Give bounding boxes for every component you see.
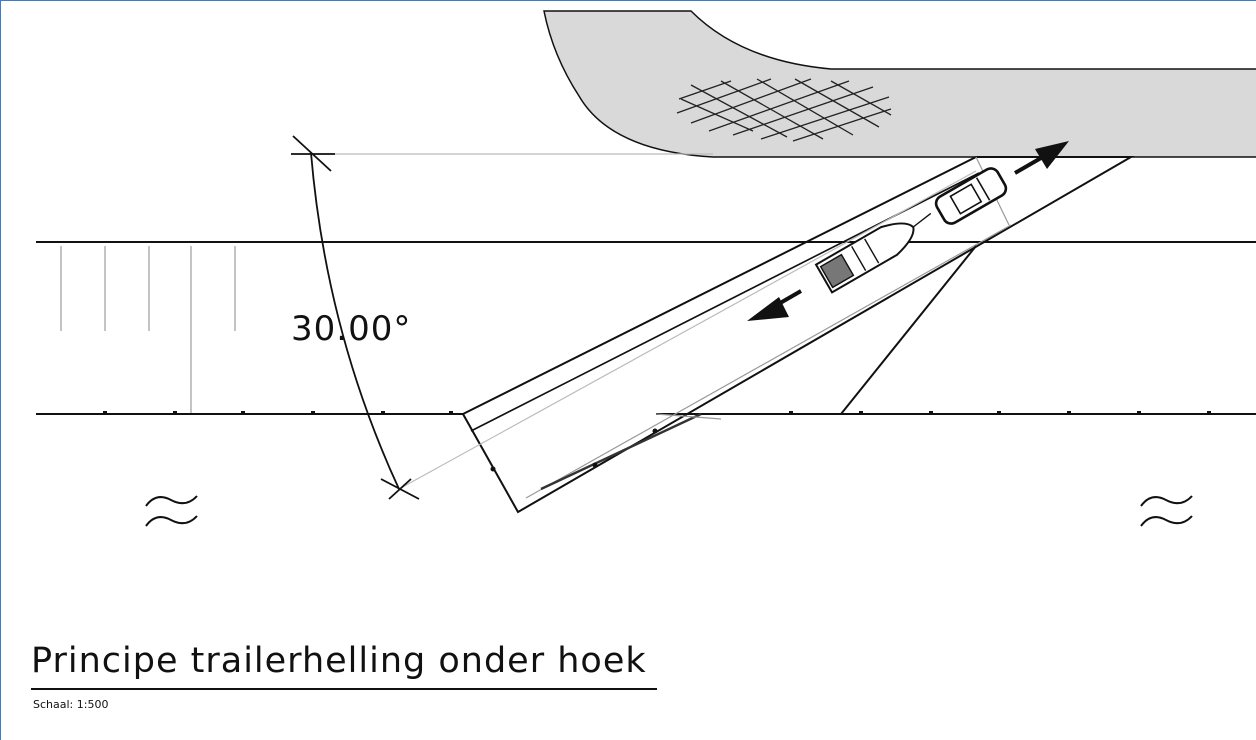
angle-dimension-label: 30.00° <box>291 309 412 349</box>
angle-arc <box>310 152 400 490</box>
dimension-reference-line <box>398 170 977 490</box>
slipway-ramp <box>461 156 1135 514</box>
slipway-dot <box>490 466 496 472</box>
paved-area <box>543 10 1256 158</box>
hatch-pattern <box>676 78 892 142</box>
wave-symbol-icon <box>145 495 198 527</box>
arrow-icon <box>1014 141 1069 175</box>
title-underline <box>31 688 657 690</box>
slipway-centerline <box>525 224 1012 499</box>
drawing-title: Principe trailerhelling onder hoek <box>31 641 647 681</box>
parking-bays <box>60 246 236 413</box>
slipway-dot <box>652 428 658 434</box>
dimension-tick <box>291 135 420 500</box>
scale-label: Schaal: 1:500 <box>33 698 109 711</box>
wave-symbol-icon <box>1140 495 1193 527</box>
boat-trailer-icon <box>814 212 932 294</box>
arrow-icon <box>747 289 802 321</box>
slipway-retaining-wall <box>840 245 977 415</box>
slipway-water-edge <box>540 412 702 491</box>
car-icon <box>934 167 1008 225</box>
slipway-toe <box>655 413 722 420</box>
quay-ticks <box>103 411 1211 415</box>
slipway-dot <box>592 462 598 468</box>
